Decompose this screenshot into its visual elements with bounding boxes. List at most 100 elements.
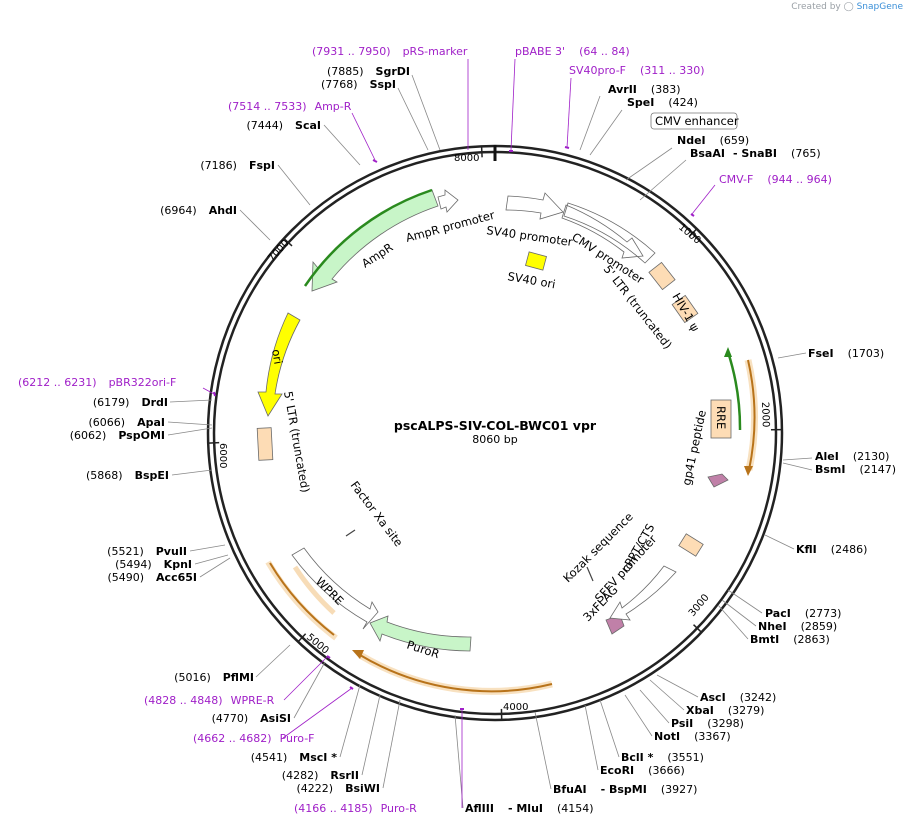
primer-cmv-f[interactable]: CMV-F xyxy=(719,173,753,186)
enzyme-bspmi[interactable]: - BspMI xyxy=(601,783,647,796)
rre-label: RRE xyxy=(714,406,728,429)
leader-line xyxy=(351,112,376,161)
enzyme-scai-pos: (7444) xyxy=(246,119,283,132)
primer-mark-wpre-r xyxy=(326,655,331,659)
enzyme-bfuai[interactable]: BfuAI xyxy=(553,783,587,796)
leader-line xyxy=(721,599,757,627)
enzyme-apai[interactable]: ApaI xyxy=(137,416,165,429)
primer-amp-r[interactable]: Amp-R xyxy=(315,100,352,113)
primer-wpre-r[interactable]: WPRE-R xyxy=(231,694,275,707)
enzyme-sspi[interactable]: SspI xyxy=(370,78,396,91)
enzyme-pvuii[interactable]: PvuII xyxy=(156,545,187,558)
enzyme-xbai[interactable]: XbaI xyxy=(686,704,714,717)
enzyme-kpni[interactable]: KpnI xyxy=(164,558,192,571)
enzyme-acc65i[interactable]: Acc65I xyxy=(156,571,197,584)
enzyme-psii[interactable]: PsiI xyxy=(671,717,693,730)
primer-sv40pro-f[interactable]: SV40pro-F xyxy=(569,64,626,77)
ampr-promoter-arrow[interactable] xyxy=(437,189,459,213)
enzyme-nhei[interactable]: NheI xyxy=(758,620,787,633)
enzyme-afliii[interactable]: AflIII xyxy=(465,802,494,815)
enzyme-fsei[interactable]: FseI xyxy=(808,347,834,360)
leader-line xyxy=(189,544,226,552)
primer-prs-marker[interactable]: pRS-marker xyxy=(403,45,468,58)
primer-amp-r-range: (7514 .. 7533) xyxy=(228,100,307,113)
sv40-promoter-arrow[interactable] xyxy=(505,192,564,220)
primer-sv40pro-f-range: (311 .. 330) xyxy=(640,64,705,77)
enzyme-mlui[interactable]: - MluI xyxy=(508,802,543,815)
enzyme-asci[interactable]: AscI xyxy=(700,691,726,704)
rre-box[interactable] xyxy=(710,399,732,439)
leader-line xyxy=(717,604,749,640)
enzyme-noti-pos: (3367) xyxy=(694,730,731,743)
ltr-left-box[interactable] xyxy=(256,427,274,461)
primer-pbr322ori-f[interactable]: pBR322ori-F xyxy=(109,376,177,389)
svg-text:AleI(2130): AleI(2130) xyxy=(815,450,889,463)
svg-text:(5868)BspEI: (5868)BspEI xyxy=(86,469,169,482)
enzyme-msci[interactable]: MscI * xyxy=(299,751,337,764)
svg-text:(7768)SspI: (7768) SspI xyxy=(321,78,396,91)
enzyme-bsiwi[interactable]: BsiWI xyxy=(345,782,380,795)
primer-mark-puro-f xyxy=(349,686,354,690)
enzyme-ahdi[interactable]: AhdI xyxy=(209,204,237,217)
primer-pbabe[interactable]: pBABE 3' xyxy=(515,45,565,58)
hiv-psi-box[interactable] xyxy=(671,294,699,324)
credit-prefix: Created by xyxy=(791,2,841,12)
enzyme-drdi[interactable]: DrdI xyxy=(141,396,168,409)
enzyme-bmti[interactable]: BmtI xyxy=(750,633,779,646)
enzyme-pvuii-pos: (5521) xyxy=(107,545,144,558)
puror-arrow[interactable] xyxy=(369,615,472,652)
plasmid-size: 8060 bp xyxy=(472,433,517,446)
ltr-top-box[interactable] xyxy=(648,261,676,291)
wpre-arrow[interactable] xyxy=(291,547,379,630)
wpre-orf-glow xyxy=(292,565,336,615)
enzyme-alei[interactable]: AleI xyxy=(815,450,839,463)
primer-puro-r[interactable]: Puro-R xyxy=(381,802,418,815)
right-orf-arrowhead xyxy=(744,466,753,476)
leader-line xyxy=(167,421,213,426)
enzyme-noti[interactable]: NotI xyxy=(654,730,680,743)
svg-text:(5490)Acc65I: (5490)Acc65I xyxy=(107,571,197,584)
gp41-box[interactable] xyxy=(707,473,729,488)
enzyme-bspei[interactable]: BspEI xyxy=(135,469,169,482)
sffv-arrow[interactable] xyxy=(609,565,677,621)
svg-text:SV40pro-F(311 .. 330): SV40pro-F (311 .. 330) xyxy=(569,64,705,77)
enzyme-ndei[interactable]: NdeI xyxy=(677,134,706,147)
enzyme-pspomi[interactable]: PspOMI xyxy=(118,429,165,442)
enzyme-sgrdi[interactable]: SgrDI xyxy=(376,65,410,78)
enzyme-bcli[interactable]: BclI * xyxy=(621,751,654,764)
enzyme-scai[interactable]: ScaI xyxy=(295,119,321,132)
enzyme-kfli[interactable]: KflI xyxy=(796,543,817,556)
primer-pbabe-range: (64 .. 84) xyxy=(579,45,630,58)
enzyme-pflmi[interactable]: PflMI xyxy=(223,671,254,684)
enzyme-fspi[interactable]: FspI xyxy=(249,159,275,172)
leader-line xyxy=(584,704,599,771)
enzyme-spei[interactable]: SpeI xyxy=(627,96,654,109)
enzyme-bsmi[interactable]: BsmI xyxy=(815,463,846,476)
svg-text:BclI *(3551): BclI *(3551) xyxy=(621,751,704,764)
sv40-ori-box[interactable] xyxy=(525,251,547,271)
cmv-enhancer-arc[interactable] xyxy=(563,202,656,264)
enzyme-rsrii[interactable]: RsrII xyxy=(330,769,359,782)
enzyme-sspi-pos: (7768) xyxy=(321,78,358,91)
enzyme-bsmi-pos: (2147) xyxy=(860,463,897,476)
leader-line xyxy=(656,674,699,698)
leader-line xyxy=(411,74,441,151)
enzyme-bsaai[interactable]: BsaAI xyxy=(690,147,725,160)
leader-line xyxy=(589,109,623,156)
right-orf-line xyxy=(747,359,756,471)
enzyme-avrii[interactable]: AvrII xyxy=(608,83,637,96)
svg-text:NdeI(659): NdeI(659) xyxy=(677,134,749,147)
ori-arrow[interactable] xyxy=(257,312,301,417)
enzyme-bmti-pos: (2863) xyxy=(793,633,830,646)
primer-puro-f[interactable]: Puro-F xyxy=(280,732,315,745)
tick-label-2000: 2000 xyxy=(759,402,771,428)
enzyme-snabi[interactable]: - SnaBI xyxy=(733,147,777,160)
cppt-box[interactable] xyxy=(678,533,704,557)
enzyme-asisi[interactable]: AsiSI xyxy=(260,712,291,725)
enzyme-paci[interactable]: PacI xyxy=(765,607,791,620)
enzyme-ecori[interactable]: EcoRI xyxy=(600,764,634,777)
svg-text:(4828 .. 4848)WPRE-R: (4828 .. 4848)WPRE-R xyxy=(144,694,275,707)
enzyme-kpni-pos: (5494) xyxy=(115,558,152,571)
ori-label: ori xyxy=(269,348,285,365)
leader-line xyxy=(282,687,353,739)
